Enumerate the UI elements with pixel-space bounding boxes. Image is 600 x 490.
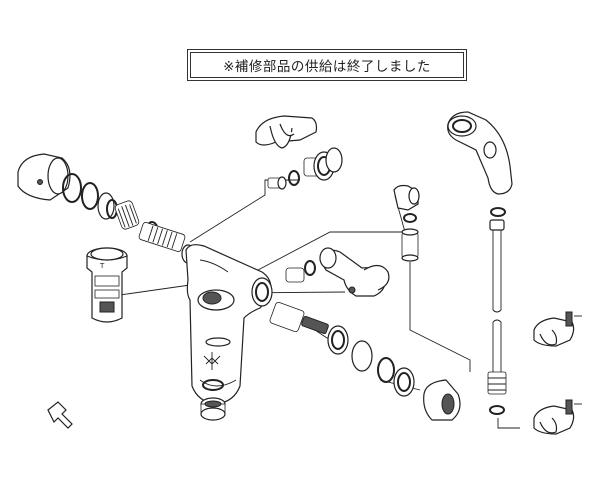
cartridge: T: [86, 247, 128, 323]
discontinued-notice-text: ※補修部品の供給は終了しました: [223, 59, 431, 75]
threaded-nut: [114, 200, 140, 230]
hex-key-icon: [47, 401, 73, 429]
shower-hose-icon: [487, 207, 507, 415]
valve-shaft: [138, 222, 195, 264]
elbow-fitting: [393, 184, 420, 262]
aerator-parts: [200, 352, 226, 421]
shower-head-icon: [447, 111, 513, 195]
right-handle-cap: [423, 379, 461, 421]
discontinued-notice: ※補修部品の供給は終了しました: [187, 49, 467, 81]
right-valve-parts: [285, 247, 390, 297]
shower-holder-icon: [533, 311, 582, 347]
faucet-body: [185, 244, 273, 405]
lever-handle: [17, 153, 71, 201]
left-rings: [62, 173, 159, 243]
leader-lines: [119, 179, 520, 429]
lower-right-valve: [269, 301, 415, 397]
top-handle-cover: [255, 115, 318, 149]
svg-text:T: T: [99, 262, 105, 270]
top-fittings: [267, 147, 343, 190]
shower-holder-lower: [533, 399, 582, 435]
